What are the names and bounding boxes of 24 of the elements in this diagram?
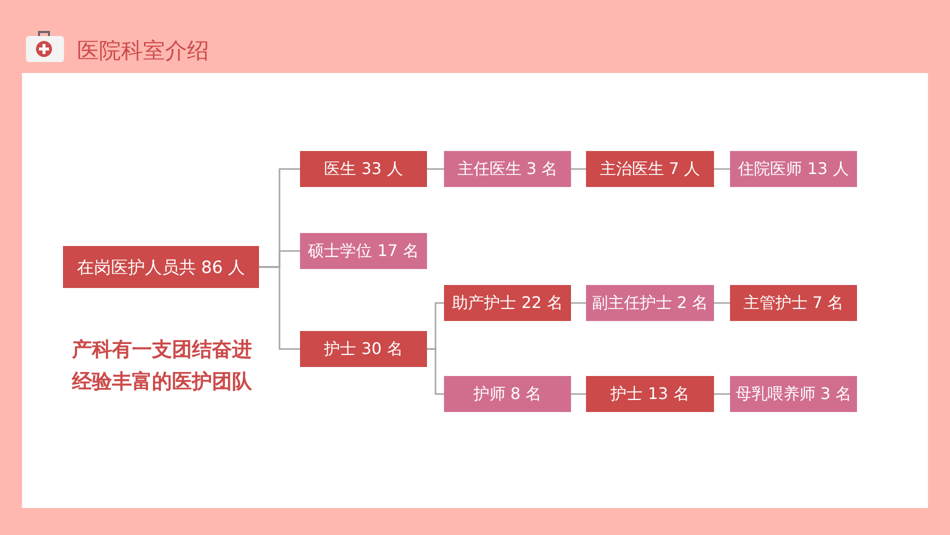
connector-line bbox=[714, 393, 730, 395]
note-text: 产科有一支团结奋进经验丰富的医护团队 bbox=[72, 336, 252, 395]
org-chart-box: 护师 8 名 bbox=[444, 376, 571, 412]
org-chart-box: 硕士学位 17 名 bbox=[300, 233, 427, 269]
org-chart-box: 护士 30 名 bbox=[300, 331, 427, 367]
connector-line bbox=[571, 302, 586, 304]
org-chart-box: 主管护士 7 名 bbox=[730, 285, 857, 321]
connector-line bbox=[427, 348, 444, 395]
org-chart-box: 母乳喂养师 3 名 bbox=[730, 376, 857, 412]
org-chart-box: 住院医师 13 人 bbox=[730, 151, 857, 187]
org-chart-box: 主治医生 7 人 bbox=[586, 151, 714, 187]
org-chart-box: 主任医生 3 名 bbox=[444, 151, 571, 187]
org-chart-box: 副主任护士 2 名 bbox=[586, 285, 714, 321]
connector-line bbox=[259, 266, 300, 350]
connector-line bbox=[714, 168, 730, 170]
page-title: 医院科室介绍 bbox=[77, 38, 209, 66]
connector-line bbox=[714, 302, 730, 304]
org-chart-box: 护士 13 名 bbox=[586, 376, 714, 412]
connector-line bbox=[571, 168, 586, 170]
connector-line bbox=[427, 168, 444, 170]
org-chart-box: 助产护士 22 名 bbox=[444, 285, 571, 321]
org-chart-box: 医生 33 人 bbox=[300, 151, 427, 187]
connector-line bbox=[571, 393, 586, 395]
org-chart-box: 在岗医护人员共 86 人 bbox=[63, 246, 259, 288]
